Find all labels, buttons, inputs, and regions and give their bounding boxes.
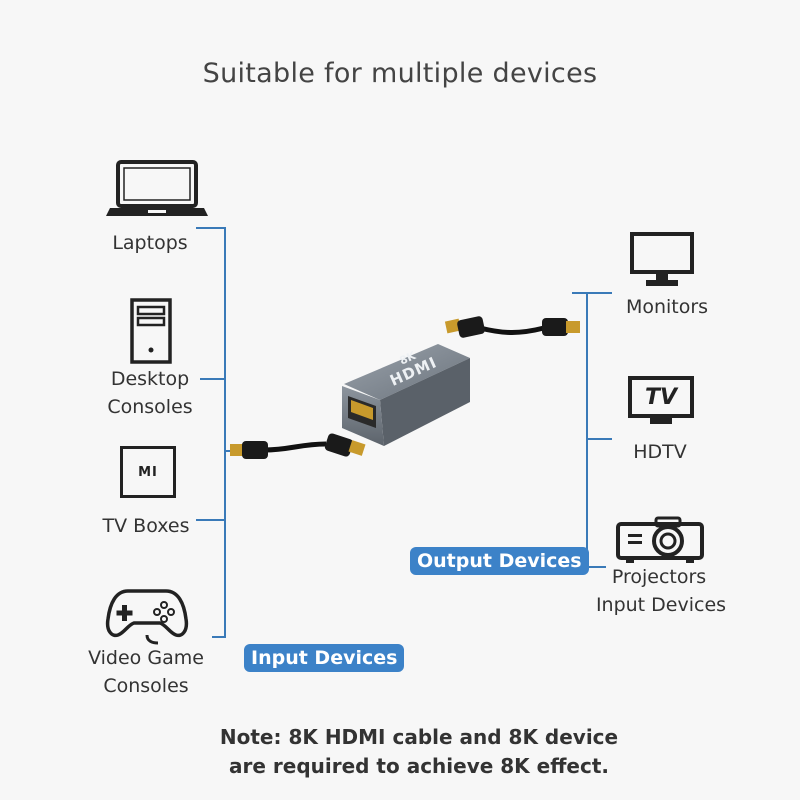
input-devices-badge: Input Devices	[244, 644, 405, 672]
label-hdtv: HDTV	[633, 441, 687, 463]
label-desktop-line2: Consoles	[107, 396, 193, 418]
output-connector-monitors	[586, 292, 612, 294]
page-title: Suitable for multiple devices	[202, 58, 598, 89]
label-video-game-consoles: Video Game Consoles	[76, 644, 216, 700]
note-line2: are required to achieve 8K effect.	[229, 754, 609, 778]
projector-icon	[616, 516, 704, 563]
tv-icon-text: TV	[644, 384, 678, 410]
label-gaming-line1: Video Game	[88, 647, 204, 669]
output-connector-hdtv	[586, 438, 612, 440]
label-monitors: Monitors	[625, 296, 709, 318]
tv-icon: TV	[628, 376, 694, 426]
input-connector-vertical	[224, 227, 226, 637]
label-gaming-line2: Consoles	[103, 675, 189, 697]
tv-box-icon: MI	[120, 446, 176, 498]
hdmi-adapter	[342, 344, 470, 446]
label-projectors: Projectors	[611, 566, 707, 588]
label-desktop-consoles: Desktop Consoles	[80, 365, 220, 421]
output-connector-vertical	[586, 292, 588, 568]
input-connector-gaming	[212, 636, 226, 638]
note-line1: Note: 8K HDMI cable and 8K device	[219, 725, 619, 749]
laptop-icon	[106, 160, 208, 216]
output-connector-projectors	[586, 566, 606, 568]
output-hdmi-cable	[444, 316, 580, 338]
tv-box-logo-text: MI	[138, 464, 158, 480]
label-tv-boxes: TV Boxes	[102, 515, 190, 537]
gamepad-icon	[105, 589, 189, 645]
note: Note: 8K HDMI cable and 8K device are re…	[0, 723, 800, 781]
input-hdmi-cable	[230, 433, 366, 459]
label-extra-input-devices: Input Devices	[595, 594, 727, 616]
input-connector-laptops	[196, 227, 226, 229]
output-devices-badge: Output Devices	[410, 547, 589, 575]
output-connector-cable	[572, 292, 588, 294]
input-connector-tvbox	[196, 519, 226, 521]
input-connector-desktop	[200, 378, 226, 380]
desktop-tower-icon	[130, 298, 172, 364]
label-desktop-line1: Desktop	[110, 368, 190, 390]
label-laptops: Laptops	[112, 232, 188, 254]
monitor-icon	[630, 232, 694, 286]
